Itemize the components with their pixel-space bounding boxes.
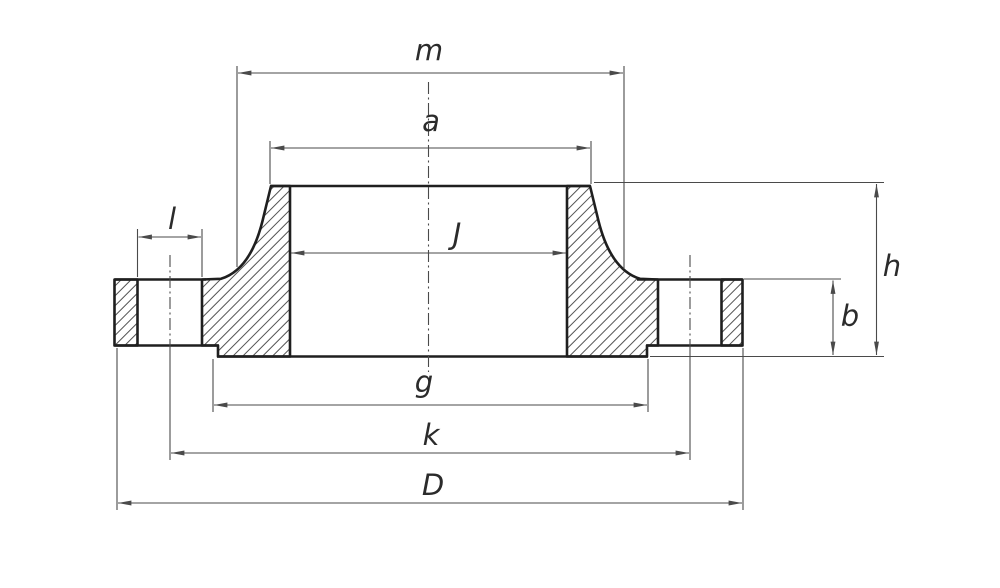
- flange-body: [113, 184, 744, 358]
- dimension-b: [650, 278, 884, 358]
- dim-label-h: h: [883, 249, 901, 283]
- dim-label-m: m: [415, 33, 443, 67]
- dim-label-l: l: [168, 202, 176, 236]
- dimensions: [116, 66, 884, 510]
- dim-label-J: J: [448, 217, 462, 251]
- dim-label-b: b: [841, 299, 859, 333]
- hub-right-section: [565, 184, 660, 358]
- dim-label-g: g: [415, 365, 433, 399]
- dimension-a: [269, 141, 592, 184]
- dimension-D: [116, 348, 744, 510]
- dimension-l: [136, 229, 203, 277]
- dim-label-a: a: [422, 104, 440, 138]
- dim-label-k: k: [423, 418, 441, 452]
- dimension-g: [212, 359, 649, 412]
- centerlines: [169, 82, 691, 372]
- flange-left-rim-section: [113, 278, 139, 347]
- flange-right-rim-section: [720, 278, 744, 347]
- dimension-m: [236, 66, 625, 269]
- dimension-h: [594, 181, 884, 356]
- dimension-k: [169, 347, 691, 460]
- hub-left-section: [200, 184, 292, 358]
- dim-label-D: D: [422, 468, 444, 502]
